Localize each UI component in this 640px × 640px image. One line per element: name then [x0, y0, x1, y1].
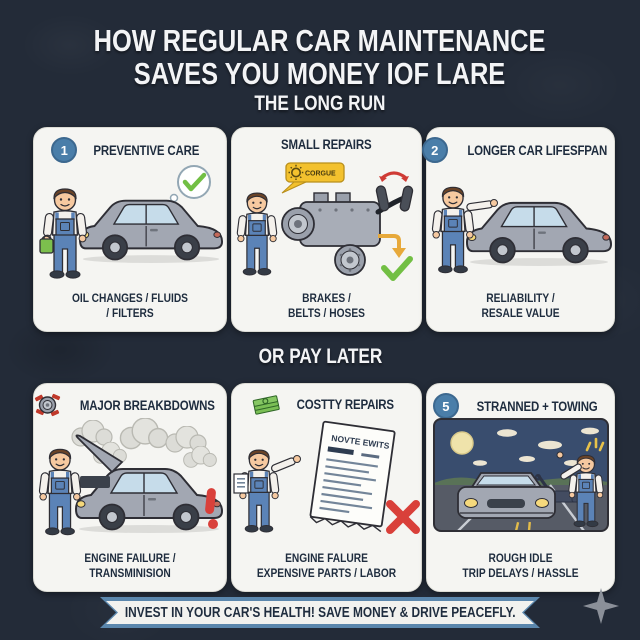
panel-longer-lifespan: 2 LONGER CAR LIFESFPAN RELIABILITY /RESA…	[421, 127, 615, 332]
panel-caption: OIL CHANGES / FLUIDS/ FILTERS	[72, 290, 188, 321]
engine-part-illustration	[281, 192, 407, 247]
number-badge-1: 1	[51, 137, 78, 163]
panel-small-repairs: SMALL REPAIRS CORGUE	[231, 127, 422, 332]
raised-arm	[556, 451, 582, 480]
number-badge-2: 2	[421, 137, 448, 163]
mechanic-illustration	[430, 185, 476, 275]
car-illustration	[78, 199, 224, 264]
broken-part-icon	[34, 393, 61, 417]
panel-header: 5 STRANNED + TOWING	[427, 393, 614, 419]
panel-header: 2 LONGER CAR LIFESFPAN	[421, 137, 614, 163]
title-line-1: HOW REGULAR CAR MAINTENANCE	[94, 23, 546, 58]
ribbon-banner: INVEST IN YOUR CAR'S HEALTH! SAVE MONEY …	[100, 597, 540, 628]
mechanic-illustration	[41, 187, 89, 280]
clouds	[473, 427, 599, 466]
gear-icon	[288, 164, 304, 180]
panel-major-breakdowns: MAJOR BREAKBDOWNS ENGINE FAILURE /TRANSM…	[33, 383, 227, 592]
preventive-care-illustration	[39, 165, 224, 280]
panel-title: LONGER CAR LIFESFPAN	[467, 142, 607, 158]
car-illustration	[465, 201, 613, 267]
section-header-long-run: THE LONG RUN	[254, 92, 386, 115]
panel-title: PREVENTIVE CARE	[93, 142, 200, 158]
panel-stranded-towing: 5 STRANNED + TOWING	[426, 383, 615, 592]
panel-header: COSTTY REPAIRS	[232, 393, 421, 415]
smoke-puff	[71, 420, 113, 447]
panel-header: MAJOR BREAKBDOWNS	[34, 393, 226, 417]
panel-header: 1 PREVENTIVE CARE	[34, 137, 226, 163]
costly-repairs-illustration: NOVTE EWITS	[233, 420, 420, 534]
section-header-pay-later: OR PAY LATER	[258, 345, 382, 368]
speech-bubble: CORGUE	[281, 162, 345, 194]
arrow-to-check-icon	[378, 234, 413, 281]
panel-title: COSTTY REPAIRS	[296, 396, 394, 412]
panel-costly-repairs: COSTTY REPAIRS NOVTE EWITS	[231, 383, 422, 592]
red-x-icon	[386, 500, 420, 534]
open-hood-illustration	[75, 434, 124, 488]
longer-lifespan-illustration	[430, 185, 613, 275]
smoke-puff	[183, 446, 217, 468]
oil-can-icon	[39, 235, 54, 254]
moon-icon	[450, 431, 474, 455]
footer-text: INVEST IN YOUR CAR'S HEALTH! SAVE MONEY …	[124, 604, 516, 621]
mechanic-illustration	[235, 191, 279, 277]
money-stack-icon	[251, 393, 281, 415]
panel-title: SMALL REPAIRS	[281, 137, 372, 152]
invoice-illustration: NOVTE EWITS	[309, 420, 396, 533]
alarm-marks	[585, 437, 605, 452]
ribbon-inner: INVEST IN YOUR CAR'S HEALTH! SAVE MONEY …	[106, 601, 534, 624]
panel-preventive-care: 1 PREVENTIVE CARE OIL CHANGES / FLUIDS/ …	[33, 127, 227, 332]
panel-header: SMALL REPAIRS	[232, 137, 421, 152]
sparkle-icon	[583, 588, 619, 624]
number-badge-5: 5	[432, 393, 459, 419]
title-line-2: SAVES YOU MONEY IOF LARE	[134, 56, 506, 91]
mechanic-illustration	[37, 447, 83, 537]
pointing-arm	[270, 455, 301, 473]
receipt-in-hand	[233, 473, 249, 494]
panel-title: STRANNED + TOWING	[476, 398, 598, 414]
exclamation-icon	[205, 488, 218, 529]
panel-caption: RELIABILITY /RESALE VALUE	[481, 290, 560, 321]
panel-caption: ENGINE FAILURE /TRANSMINISION	[84, 550, 176, 581]
small-repairs-illustration: CORGUE	[235, 162, 414, 281]
red-arrow-icon	[380, 171, 408, 180]
smoke-puff	[119, 418, 169, 450]
pulley-illustration	[334, 244, 366, 276]
brake-pads-illustration	[375, 171, 414, 212]
panel-caption: BRAKES /BELTS / HOSES	[288, 290, 365, 321]
pointing-arm	[466, 199, 498, 212]
night-scene-illustration	[433, 418, 609, 532]
speech-bubble-text: CORGUE	[305, 171, 336, 178]
major-breakdowns-illustration	[37, 418, 223, 537]
check-icon	[381, 256, 413, 281]
panel-title: MAJOR BREAKBDOWNS	[79, 397, 215, 413]
stranded-car-illustration	[457, 472, 556, 519]
